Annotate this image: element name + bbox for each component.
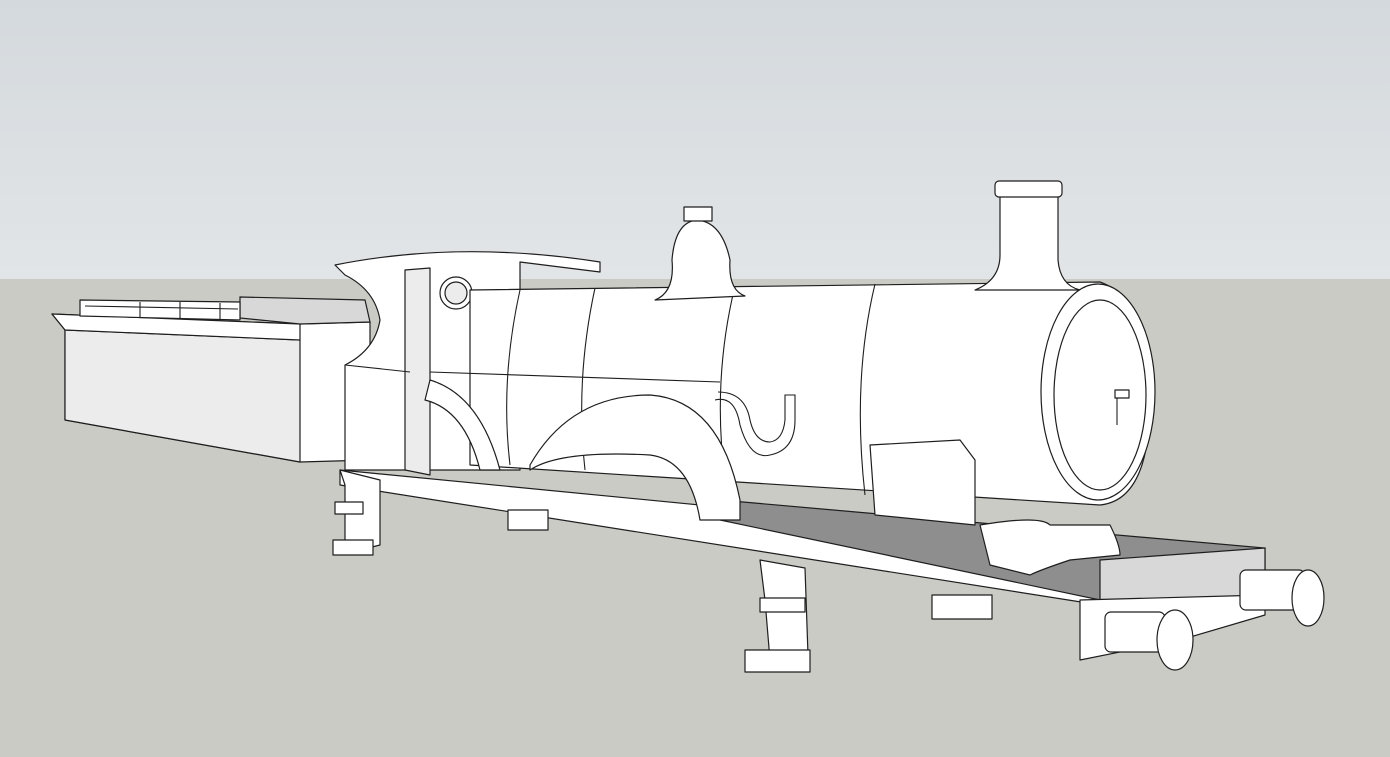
chimney[interactable]	[974, 180, 1081, 291]
steam-dome[interactable]	[654, 206, 746, 301]
cab[interactable]	[334, 251, 601, 476]
smokebox-door[interactable]	[1040, 283, 1156, 501]
tender[interactable]	[51, 296, 371, 463]
splasher[interactable]	[424, 379, 1121, 576]
buffers[interactable]	[1104, 569, 1325, 671]
